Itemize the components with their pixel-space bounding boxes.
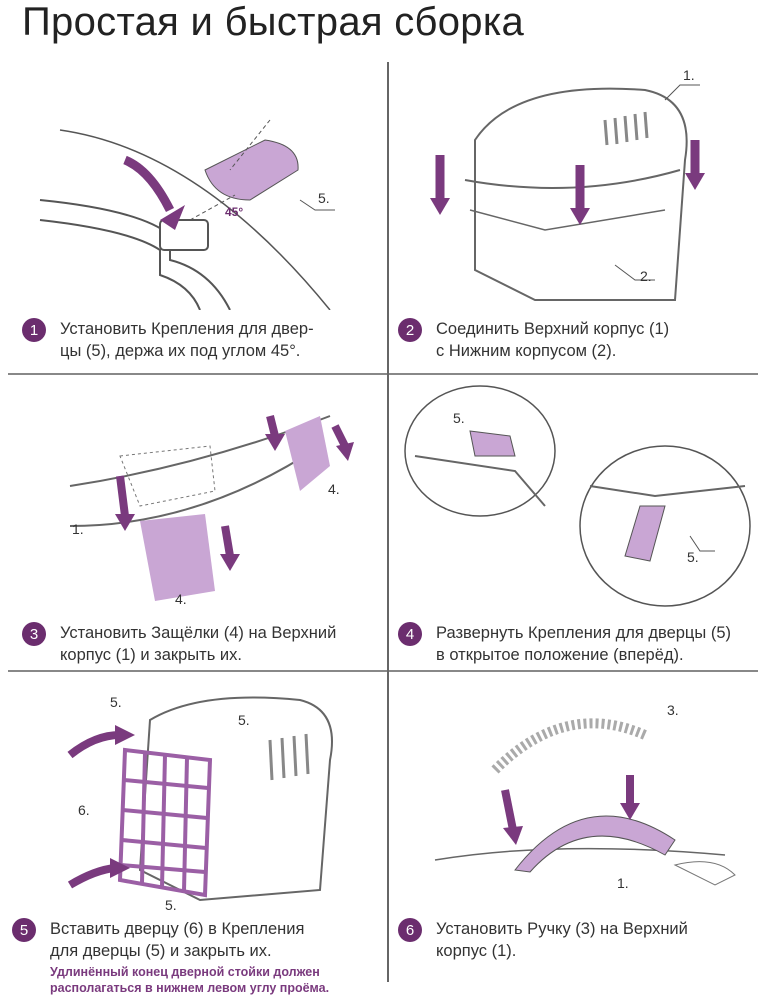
step-1: 1 Установить Крепления для двер-цы (5), … — [22, 318, 314, 362]
step-text: Соединить Верхний корпус (1) — [436, 320, 670, 338]
step-number-badge: 6 — [398, 918, 422, 942]
part-label: 3. — [667, 702, 679, 718]
step-6-illustration: 3. 1. — [395, 680, 760, 915]
step-text: Установить Ручку (3) на Верхний — [436, 920, 688, 938]
part-label: 4. — [175, 591, 187, 607]
step-text: Развернуть Крепления для дверцы (5) — [436, 624, 731, 642]
step-text: корпус (1). — [436, 942, 517, 960]
step-2-illustration: 1. 2. — [395, 60, 760, 315]
step-number-badge: 3 — [22, 622, 46, 646]
step-5-illustration: 5. 5. 6. 5. — [0, 680, 385, 915]
step-1-illustration: 5. 45° — [0, 60, 385, 310]
divider — [387, 62, 389, 982]
step-5: 5 Вставить дверцу (6) в Крепления для две… — [12, 918, 329, 996]
step-3: 3 Установить Защёлки (4) на Верхний корпу… — [22, 622, 336, 666]
part-label: 5. — [318, 190, 330, 206]
step-4: 4 Развернуть Крепления для дверцы (5) в о… — [398, 622, 731, 666]
step-text: Установить Защёлки (4) на Верхний — [60, 624, 337, 642]
step-text: в открытое положение (вперёд). — [436, 646, 684, 664]
step-text: цы (5), держа их под углом 45°. — [60, 342, 301, 360]
part-label: 5. — [165, 897, 177, 913]
divider — [8, 670, 758, 672]
step-6: 6 Установить Ручку (3) на Верхний корпус … — [398, 918, 688, 962]
part-label: 1. — [617, 875, 629, 891]
part-label: 1. — [683, 67, 695, 83]
part-label: 1. — [72, 521, 84, 537]
angle-label: 45° — [225, 205, 244, 219]
divider — [8, 373, 758, 375]
part-label: 6. — [78, 802, 90, 818]
step-2: 2 Соединить Верхний корпус (1) с Нижним к… — [398, 318, 669, 362]
step-text: с Нижним корпусом (2). — [436, 342, 617, 360]
step-text: для дверцы (5) и закрыть их. — [50, 942, 272, 960]
step-3-illustration: 4. 1. 4. — [0, 376, 385, 616]
part-label: 4. — [328, 481, 340, 497]
step-number-badge: 2 — [398, 318, 422, 342]
step-number-badge: 5 — [12, 918, 36, 942]
part-label: 5. — [110, 694, 122, 710]
part-label: 5. — [238, 712, 250, 728]
step-number-badge: 1 — [22, 318, 46, 342]
step-number-badge: 4 — [398, 622, 422, 646]
page-title: Простая и быстрая сборка — [22, 0, 525, 44]
step-text: корпус (1) и закрыть их. — [60, 646, 242, 664]
step-note: Удлинённый конец дверной стойки должен — [50, 965, 320, 979]
step-text: Вставить дверцу (6) в Крепления — [50, 920, 305, 938]
part-label: 5. — [453, 410, 465, 426]
part-label: 2. — [640, 268, 652, 284]
step-note: располагаться в нижнем левом углу проёма… — [50, 981, 330, 995]
part-label: 5. — [687, 549, 699, 565]
step-text: Установить Крепления для двер- — [60, 320, 314, 338]
step-4-illustration: 5. 5. — [395, 376, 760, 616]
